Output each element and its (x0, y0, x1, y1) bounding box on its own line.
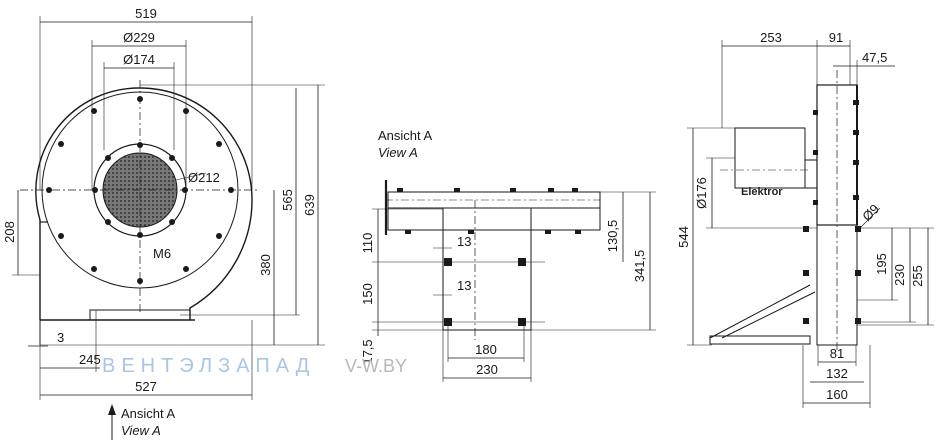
dim-253: 253 (760, 30, 782, 45)
thread-m6: M6 (153, 246, 171, 261)
view-label-de: Ansicht A (121, 406, 176, 421)
dim-130-5: 130,5 (605, 220, 620, 253)
dim-3: 3 (57, 330, 64, 345)
watermark-site: V-W.BY (345, 356, 407, 376)
dim-13a: 13 (457, 234, 471, 249)
motor-brand-label: Elektror (741, 186, 783, 198)
dim-341-5: 341,5 (632, 250, 647, 283)
watermark-brand: ВЕНТЭЛЗАПАД (102, 355, 315, 377)
flange-title-en: View A (378, 145, 418, 160)
dim-91: 91 (829, 30, 843, 45)
dim-565: 565 (280, 189, 295, 211)
dim-13b: 13 (457, 278, 471, 293)
watermark: ВЕНТЭЛЗАПАД V-W.BY (102, 355, 407, 377)
dim-dia-174: Ø174 (123, 52, 155, 67)
flange-view (372, 180, 656, 382)
dim-230-flange: 230 (476, 362, 498, 377)
flange-title-de: Ansicht A (378, 128, 433, 143)
dim-dia-212: Ø212 (188, 170, 220, 185)
fan-housing-outline (35, 87, 253, 320)
base-plate (709, 335, 811, 345)
dim-245: 245 (79, 352, 101, 367)
dim-208: 208 (2, 221, 17, 243)
front-view (12, 16, 325, 440)
dim-380: 380 (258, 254, 273, 276)
dim-47-5: 47,5 (862, 50, 887, 65)
dim-132: 132 (826, 366, 848, 381)
dim-180: 180 (475, 342, 497, 357)
flange-view-labels: Ansicht A View A 110 13 13 150 17,5 130,… (360, 128, 647, 377)
dim-195: 195 (874, 253, 889, 275)
dim-160: 160 (826, 387, 848, 402)
dim-255: 255 (910, 265, 925, 287)
dim-519: 519 (135, 6, 157, 21)
dim-639: 639 (302, 194, 317, 216)
view-label-en: View A (121, 423, 161, 438)
side-view (687, 40, 934, 408)
dim-544: 544 (676, 226, 691, 248)
dim-dia-229: Ø229 (123, 30, 155, 45)
dim-527: 527 (135, 379, 157, 394)
side-view-labels: 253 91 47,5 Ø176 Elektror Ø9 544 195 230… (676, 30, 925, 402)
dim-230-side: 230 (892, 264, 907, 286)
dim-150: 150 (360, 283, 375, 305)
dim-dia-176: Ø176 (694, 177, 709, 209)
dim-17-5: 17,5 (360, 339, 375, 364)
dim-110: 110 (360, 233, 375, 254)
motor-body (734, 127, 806, 189)
front-view-labels: 519 Ø229 Ø174 Ø212 M6 639 565 380 208 3 … (2, 6, 317, 438)
dim-81: 81 (830, 346, 844, 361)
dim-dia-9: Ø9 (859, 201, 882, 224)
